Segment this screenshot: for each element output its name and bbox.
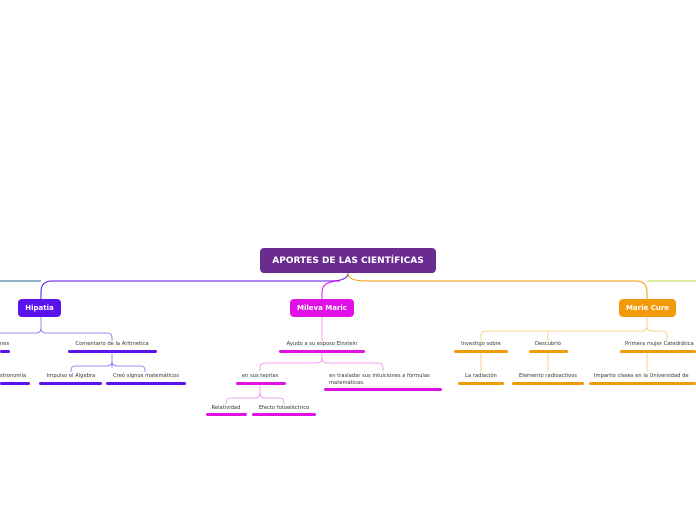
underline-comentario xyxy=(68,350,157,353)
subtopic-creo-signos[interactable]: Creó signos matemáticos xyxy=(113,373,179,379)
connector-root-mileva xyxy=(321,280,341,299)
underline-creo-signos xyxy=(106,382,186,385)
connector-comentario-subtopics xyxy=(70,354,146,372)
connector-teorias-leaves xyxy=(225,384,285,404)
connector-marie-subtopics xyxy=(480,353,648,372)
subtopic-elemento-radioactivos[interactable]: Elemento radioactivos xyxy=(519,373,577,379)
underline-relatividad xyxy=(206,413,247,416)
topic-hipatia-partial[interactable]: nes xyxy=(0,341,10,347)
subtopic-impartio-clases[interactable]: Impartio clases en la Universidad de xyxy=(594,373,689,379)
underline-trasladar xyxy=(324,388,442,391)
connector-root-marie xyxy=(347,272,648,299)
topic-comentario-aritmetica[interactable]: Comentario de la Aritmetica xyxy=(75,341,149,347)
leaf-relatividad[interactable]: Relatividad xyxy=(211,405,241,411)
subtopic-la-radiacion[interactable]: La radiación xyxy=(465,373,497,379)
node-marie-cure[interactable]: Marie Cure xyxy=(619,299,676,317)
underline-ayudo xyxy=(279,350,365,353)
topic-investigo-sobre[interactable]: Investigo sobre xyxy=(461,341,501,347)
connector-root-hipatia xyxy=(40,272,349,299)
root-node[interactable]: APORTES DE LAS CIENTÍFICAS xyxy=(260,248,436,273)
underline-radiacion xyxy=(458,382,504,385)
connector-ayudo-subtopics xyxy=(259,353,384,371)
subtopic-impulso-algebra[interactable]: Impulso el Algebra xyxy=(46,373,96,379)
underline-investigo xyxy=(454,350,508,353)
underline-astronomia xyxy=(0,382,30,385)
node-mileva-maric[interactable]: Mileva Maric xyxy=(290,299,354,317)
underline-elemento xyxy=(512,382,584,385)
topic-descubrio[interactable]: Descubrió xyxy=(534,341,562,347)
underline-descubrio xyxy=(529,350,568,353)
subtopic-en-sus-teorias[interactable]: en sus teorías xyxy=(241,373,279,379)
leaf-efecto-fotoelectrico[interactable]: Efecto fotoeléctrico xyxy=(258,405,310,411)
underline-impulso-algebra xyxy=(39,382,102,385)
subtopic-astronomia[interactable]: stronomía xyxy=(0,373,27,379)
topic-ayudo-einstein[interactable]: Ayudo a su esposo Einstein xyxy=(286,341,358,347)
topic-primera-mujer-catedratica[interactable]: Primera mujer Catedrática xyxy=(625,341,694,347)
underline-impartio xyxy=(589,382,696,385)
subtopic-trasladar-intuiciones[interactable]: en trasladar sus intuiciones a fórmulas … xyxy=(329,373,430,386)
underline-hipatia-partial xyxy=(0,350,10,353)
underline-primera xyxy=(620,350,696,353)
underline-efecto xyxy=(252,413,316,416)
connector-marie-topics xyxy=(480,317,668,341)
connector-hipatia-topics xyxy=(0,317,113,341)
underline-teorias xyxy=(236,382,286,385)
node-hipatia[interactable]: Hipatia xyxy=(18,299,61,317)
